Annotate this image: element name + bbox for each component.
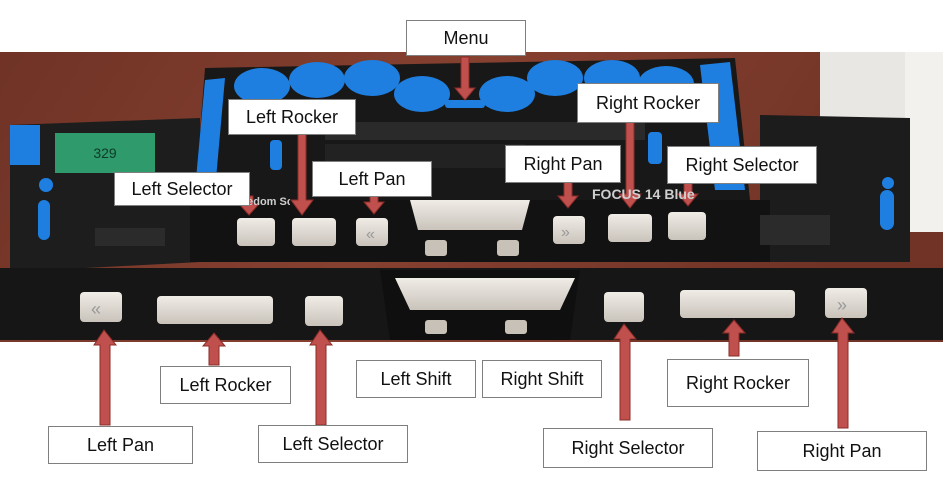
- label-top-left-selector: Left Selector: [114, 172, 250, 206]
- label-bottom-right-selector: Right Selector: [543, 428, 713, 468]
- label-bottom-right-rocker: Right Rocker: [667, 359, 809, 407]
- arrow-top-right-rocker: [617, 121, 643, 209]
- brand-text-right: FOCUS 14 Blue: [592, 186, 695, 202]
- svg-text:«: «: [366, 226, 375, 243]
- arrow-top-left-rocker: [290, 129, 314, 216]
- arrow-bottom-right-rocker: [721, 319, 747, 357]
- label-bottom-right-pan: Right Pan: [757, 431, 927, 471]
- arrow-bottom-left-pan: [93, 329, 118, 426]
- device-display: 329: [55, 133, 155, 173]
- svg-text:»: »: [561, 224, 570, 241]
- svg-text:«: «: [91, 299, 101, 319]
- arrow-top-right-pan: [556, 181, 580, 209]
- label-bottom-right-shift: Right Shift: [482, 360, 602, 398]
- label-bottom-left-shift: Left Shift: [356, 360, 476, 398]
- arrow-bottom-right-pan: [831, 317, 856, 429]
- label-top-right-selector: Right Selector: [667, 146, 817, 184]
- label-top-left-pan: Left Pan: [312, 161, 432, 197]
- label-top-right-rocker: Right Rocker: [577, 83, 719, 123]
- label-bottom-left-rocker: Left Rocker: [160, 366, 291, 404]
- label-bottom-left-selector: Left Selector: [258, 425, 408, 463]
- label-menu: Menu: [406, 20, 526, 56]
- arrow-menu: [453, 56, 477, 101]
- arrow-bottom-left-selector: [309, 329, 334, 426]
- label-bottom-left-pan: Left Pan: [48, 426, 193, 464]
- arrow-bottom-left-rocker: [201, 332, 227, 366]
- label-top-right-pan: Right Pan: [505, 145, 621, 183]
- arrow-bottom-right-selector: [613, 323, 638, 421]
- arrow-top-right-selector: [676, 181, 700, 207]
- label-top-left-rocker: Left Rocker: [228, 99, 356, 135]
- svg-text:»: »: [837, 295, 847, 315]
